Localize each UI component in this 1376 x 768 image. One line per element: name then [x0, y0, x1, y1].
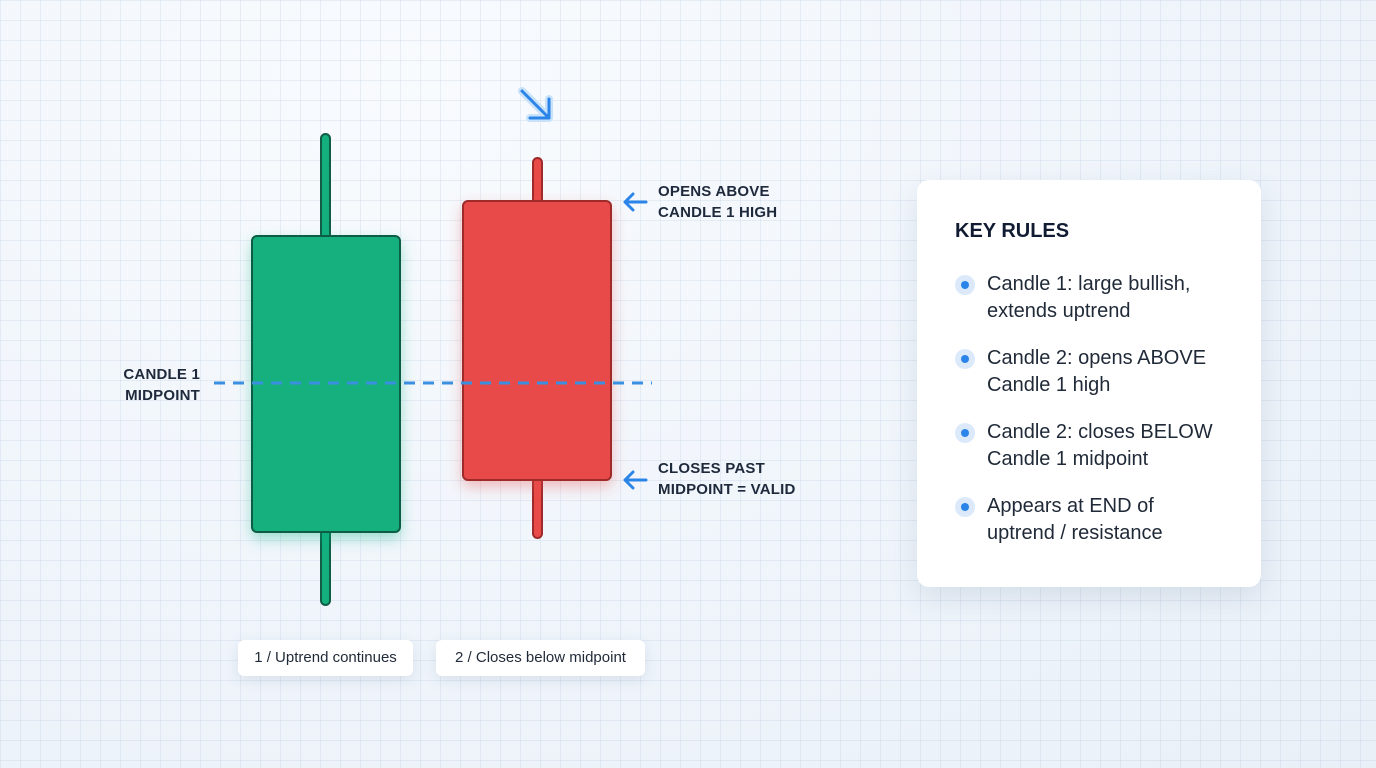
closes-past-callout: CLOSES PAST MIDPOINT = VALID	[658, 458, 796, 500]
candle-1-label: 1 / Uptrend continues	[238, 640, 413, 676]
rule-item: Candle 1: large bullish, extends uptrend	[955, 271, 1225, 325]
bullet-icon	[955, 497, 975, 517]
opens-above-callout: OPENS ABOVE CANDLE 1 HIGH	[658, 181, 777, 223]
rule-text: Candle 1 high	[987, 374, 1111, 396]
rule-item: Candle 2: closes BELOW Candle 1 midpoint	[955, 419, 1225, 473]
rule-text: Appears at END of	[987, 495, 1154, 517]
candle-2-body	[462, 200, 612, 481]
rule-text: uptrend / resistance	[987, 522, 1163, 544]
rule-text: Candle 2: opens ABOVE	[987, 347, 1207, 369]
key-rules-panel: KEY RULES Candle 1: large bullish, exten…	[917, 180, 1261, 587]
bullet-icon	[955, 275, 975, 295]
arrow-left-icon	[623, 192, 648, 212]
bullet-icon	[955, 349, 975, 369]
rule-text: extends uptrend	[987, 300, 1131, 322]
candle-2-label: 2 / Closes below midpoint	[436, 640, 645, 676]
rule-item: Candle 2: opens ABOVE Candle 1 high	[955, 345, 1225, 399]
bullet-icon	[955, 423, 975, 443]
midpoint-callout-line: CANDLE 1	[123, 366, 200, 383]
closes-callout-line: MIDPOINT = VALID	[658, 481, 796, 498]
candle-2-bearish	[462, 157, 612, 539]
rule-text: Candle 2: closes BELOW	[987, 421, 1213, 443]
opens-callout-line: CANDLE 1 HIGH	[658, 204, 778, 221]
midpoint-callout: CANDLE 1 MIDPOINT	[123, 364, 200, 406]
arrow-down-right-icon	[518, 87, 553, 122]
midpoint-callout-line: MIDPOINT	[125, 387, 200, 404]
closes-callout-line: CLOSES PAST	[658, 460, 765, 477]
arrow-left-icon	[623, 470, 648, 490]
panel-title: KEY RULES	[955, 220, 1070, 242]
rule-text: Candle 1: large bullish,	[987, 273, 1191, 295]
rule-text: Candle 1 midpoint	[987, 448, 1149, 470]
candle-1-bullish	[251, 133, 401, 606]
rule-item: Appears at END of uptrend / resistance	[955, 493, 1225, 547]
opens-callout-line: OPENS ABOVE	[658, 183, 770, 200]
